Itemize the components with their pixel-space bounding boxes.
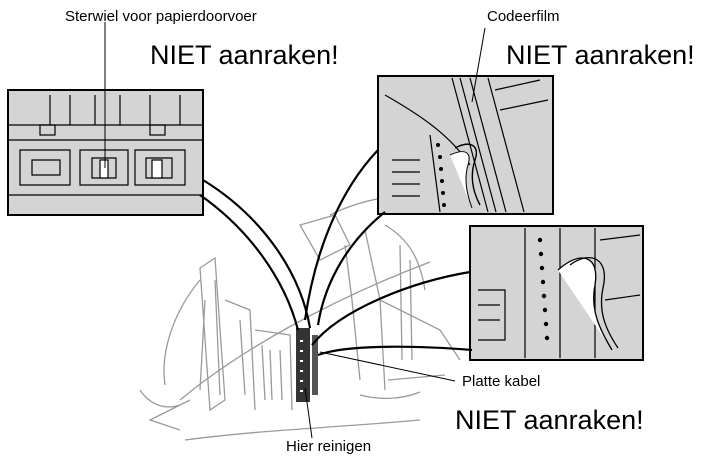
label-star-wheel: Sterwiel voor papierdoorvoer [65,8,257,25]
inset-flat-cable [469,225,644,361]
callout-connectors [199,149,473,357]
leader-lines [104,22,486,439]
label-clean-here: Hier reinigen [286,438,372,455]
label-flat-cable: Platte kabel [462,373,541,390]
warning-top-right: NIET aanraken! [506,40,695,70]
label-encoder-film: Codeerfilm [487,8,560,25]
warning-top-left: NIET aanraken! [150,40,339,70]
warning-bottom-right: NIET aanraken! [455,405,644,435]
encoder-strip-dark [296,328,318,402]
inset-encoder-film [377,75,554,215]
printer-body [139,194,461,441]
